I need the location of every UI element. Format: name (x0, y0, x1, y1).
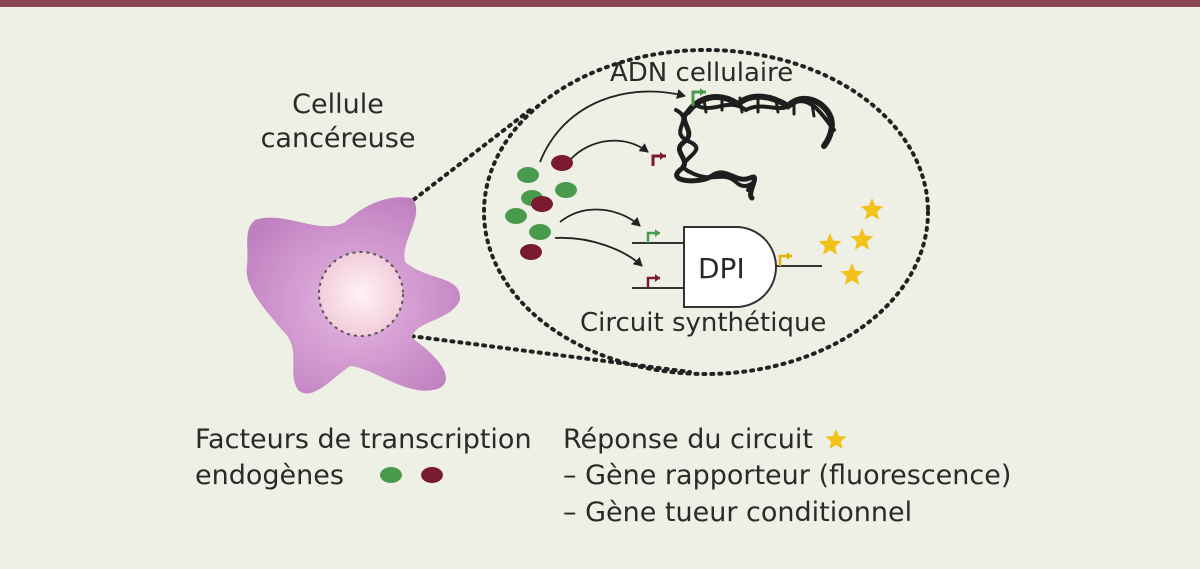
transcription-factors (505, 155, 577, 260)
output-star-2 (818, 233, 842, 255)
zoom-ellipse (482, 48, 930, 376)
tf-green-4 (505, 208, 527, 224)
gate-label: DPI (698, 252, 745, 285)
circuit-label: Circuit synthétique (580, 308, 827, 338)
tf-red-3 (520, 244, 542, 260)
arrow-to-dna-red (569, 139, 649, 161)
red-promoter-dna (651, 154, 666, 166)
arrow-to-gate-red (554, 236, 643, 267)
legend-response-item-killer: – Gène tueur conditionnel (563, 497, 913, 528)
arrow-to-gate-green (559, 208, 641, 227)
red-promoter-gate (646, 276, 660, 288)
legend-tf-line2: endogènes (195, 460, 344, 491)
top-bar (0, 0, 1200, 7)
output-promoter (778, 254, 792, 266)
dna-label: ADN cellulaire (610, 58, 794, 88)
output-star-1 (860, 198, 884, 220)
legend-tf-line1: Facteurs de transcription (195, 424, 532, 455)
arrow-to-dna-green (539, 89, 686, 163)
red-promoter-gate-arrow (655, 274, 660, 282)
gate-body (683, 226, 777, 308)
red-promoter-arrow (660, 152, 665, 160)
output-star-3 (850, 228, 874, 250)
output-stars (818, 198, 884, 285)
legend-star-shape (825, 429, 847, 449)
tf-green-5 (529, 224, 551, 240)
dna-strand (674, 93, 836, 201)
tf-red-1 (551, 155, 573, 171)
nucleus (318, 251, 404, 337)
legend-response-title: Réponse du circuit (563, 424, 813, 455)
green-promoter-gate-arrow (655, 229, 660, 237)
green-promoter-arrow (700, 88, 705, 96)
tf-green-3 (555, 182, 577, 198)
tf-red-2 (531, 196, 553, 212)
legend-tf-red-dot (421, 467, 443, 483)
cell-label: Cellule cancéreuse (260, 89, 416, 154)
tf-green-1 (517, 167, 539, 183)
legend-tf-green-dot (380, 467, 402, 483)
legend-response-item-reporter: – Gène rapporteur (fluorescence) (563, 460, 1012, 491)
and-gate (632, 226, 822, 308)
green-promoter-gate (646, 231, 660, 243)
legend-star-icon (825, 429, 847, 449)
output-star-4 (840, 263, 864, 285)
output-promoter-arrow (787, 252, 792, 260)
